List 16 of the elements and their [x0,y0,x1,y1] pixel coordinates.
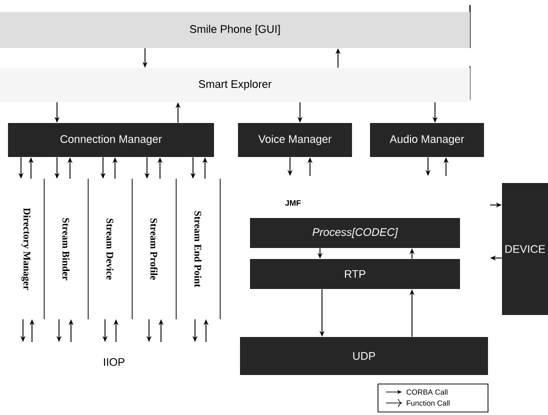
layer-band: Smart Explorer [0,68,470,102]
layer-label: JMF [285,200,301,206]
component-box: Voice Manager [238,123,352,157]
module-column: Stream End Point [194,178,221,320]
module-column: Stream Binder [62,178,89,320]
module-column: Directory Manager [21,178,45,320]
module-column: Stream Device [106,178,133,320]
component-box: Process[CODEC] [250,218,460,248]
component-box: DEVICE [502,183,548,315]
module-column: Stream Profile [150,178,177,320]
component-box: UDP [240,337,488,375]
layer-band: Smile Phone [GUI] [0,12,470,48]
component-box: Connection Manager [8,123,214,157]
component-box: RTP [250,259,460,289]
layer-label: IIOP [104,358,124,366]
component-box: Audio Manager [370,123,484,157]
